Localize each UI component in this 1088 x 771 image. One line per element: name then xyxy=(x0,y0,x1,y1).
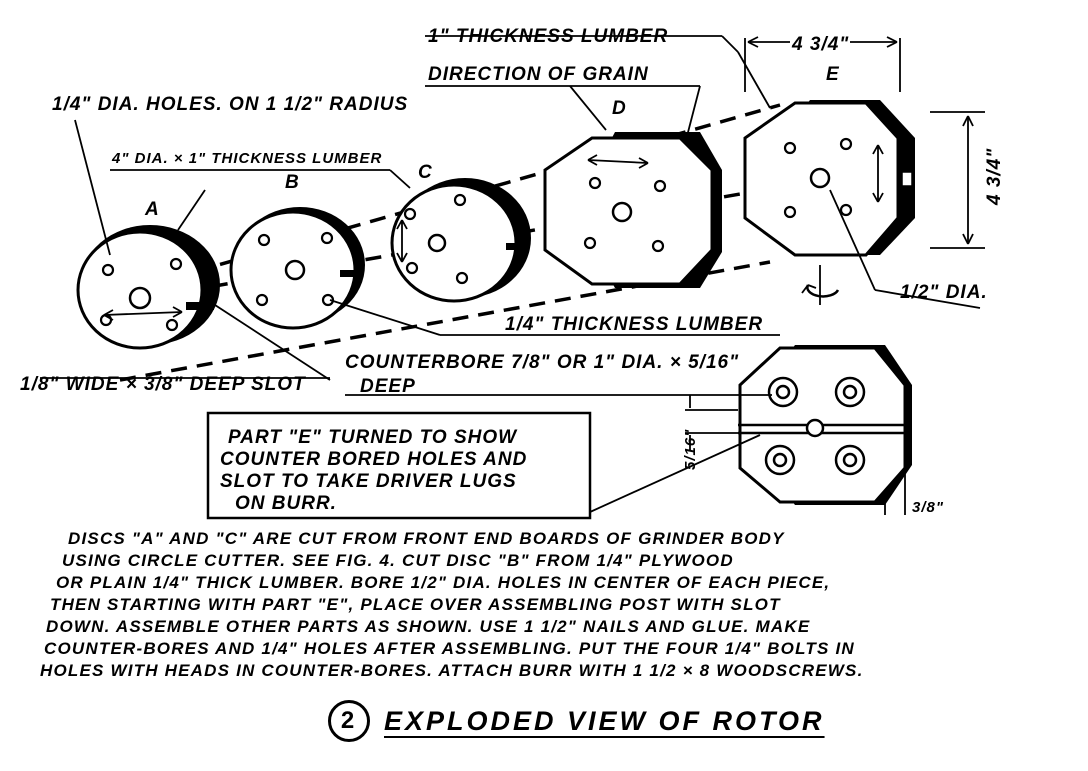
part-e xyxy=(743,100,915,257)
callout-line-1: PART "E" TURNED TO SHOW xyxy=(228,427,518,448)
center-hole xyxy=(128,286,152,310)
center-hole xyxy=(809,167,831,189)
label-disc-lumber: 4" DIA. × 1" THICKNESS LUMBER xyxy=(111,150,382,167)
callout-line-2: COUNTER BORED HOLES AND xyxy=(220,449,527,470)
callout-box xyxy=(206,411,592,520)
center-hole xyxy=(284,259,306,281)
label-counterbore-1: COUNTERBORE 7/8" OR 1" DIA. × 5/16" xyxy=(345,352,739,373)
label-dim-5-16: 5/16" xyxy=(682,429,699,470)
label-dim-width: 4 3/4" xyxy=(791,34,849,55)
part-label-d: D xyxy=(612,98,627,119)
label-slot: 1/8" WIDE × 3/8" DEEP SLOT xyxy=(20,374,306,395)
figure-title: EXPLODED VIEW OF ROTOR xyxy=(384,705,825,736)
part-e-turned xyxy=(738,345,912,505)
notes-line-4: THEN STARTING WITH PART "E", PLACE OVER … xyxy=(50,595,781,614)
part-d xyxy=(543,132,722,288)
label-dim-height: 4 3/4" xyxy=(984,148,1005,206)
part-label-c: C xyxy=(418,162,433,183)
dimension-lines xyxy=(685,36,985,515)
part-label-b: B xyxy=(285,172,300,193)
disc-a xyxy=(76,225,220,350)
notes-line-7: HOLES WITH HEADS IN COUNTER-BORES. ATTAC… xyxy=(40,661,864,680)
figure-caption: 2 EXPLODED VIEW OF ROTOR xyxy=(328,700,825,742)
notes-line-3: OR PLAIN 1/4" THICK LUMBER. BORE 1/2" DI… xyxy=(56,573,831,592)
figure-number: 2 xyxy=(328,700,370,742)
label-grain-direction: DIRECTION OF GRAIN xyxy=(428,64,649,85)
center-hole xyxy=(427,233,447,253)
notes-line-1: DISCS "A" AND "C" ARE CUT FROM FRONT END… xyxy=(68,529,785,548)
notes-line-5: DOWN. ASSEMBLE OTHER PARTS AS SHOWN. USE… xyxy=(46,617,811,636)
label-grain-lumber: 1" THICKNESS LUMBER xyxy=(428,26,668,47)
disc-c xyxy=(390,178,531,303)
notes-line-2: USING CIRCLE CUTTER. SEE FIG. 4. CUT DIS… xyxy=(62,551,734,570)
part-label-e: E xyxy=(826,64,840,85)
callout-line-4: ON BURR. xyxy=(235,493,337,514)
rotation-arrow xyxy=(801,265,840,305)
assembly-notes: DISCS "A" AND "C" ARE CUT FROM FRONT END… xyxy=(40,528,1070,682)
label-quarter-lumber: 1/4" THICKNESS LUMBER xyxy=(505,314,763,335)
leader-lines xyxy=(40,35,981,513)
part-label-a: A xyxy=(144,199,160,220)
label-center-dia: 1/2" DIA. xyxy=(900,282,988,303)
notes-line-6: COUNTER-BORES AND 1/4" HOLES AFTER ASSEM… xyxy=(44,639,855,658)
label-holes-radius: 1/4" DIA. HOLES. ON 1 1/2" RADIUS xyxy=(52,94,408,115)
disc-b xyxy=(229,207,365,330)
label-dim-3-8: 3/8" xyxy=(912,499,944,516)
label-counterbore-2: DEEP xyxy=(360,376,416,397)
center-hole xyxy=(611,201,633,223)
callout-line-3: SLOT TO TAKE DRIVER LUGS xyxy=(220,471,517,492)
